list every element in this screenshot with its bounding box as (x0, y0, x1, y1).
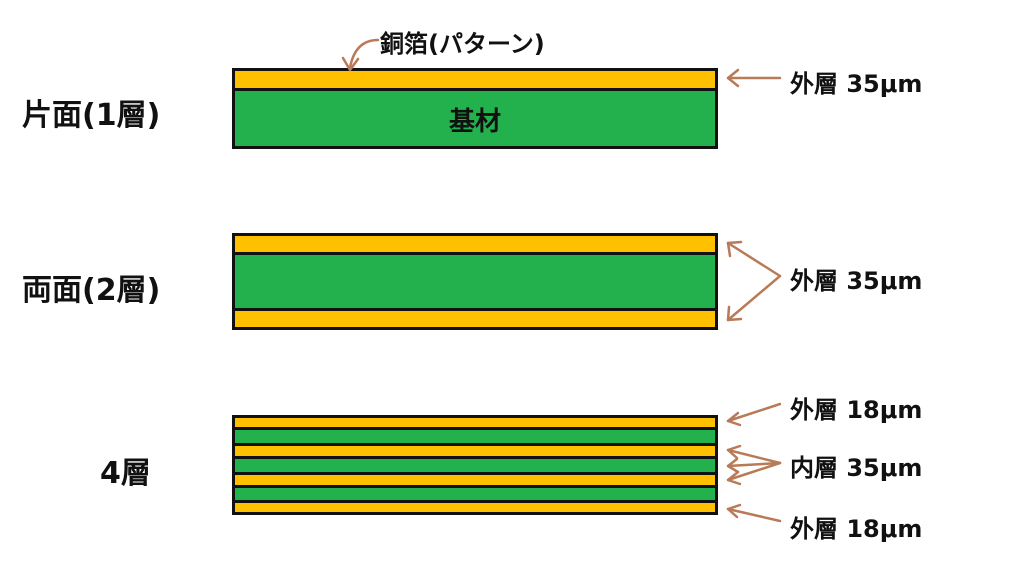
double-substrate (232, 252, 718, 311)
single-sided-title: 片面(1層) (22, 98, 161, 133)
single-substrate-layer: 基材 (232, 88, 718, 149)
four-inner-arrowhead-1 (726, 444, 742, 460)
single-outer-arrowhead (726, 68, 740, 88)
copper-foil-arrow (348, 38, 380, 70)
double-copper-bottom (232, 308, 718, 330)
four-copper-4 (232, 500, 718, 515)
double-outer-label: 外層 35μm (790, 267, 923, 295)
four-layer-title: 4層 (100, 456, 151, 491)
copper-foil-label: 銅箔(パターン) (380, 30, 545, 58)
four-outer-top-label: 外層 18μm (790, 396, 923, 424)
four-inner-arrow-1 (726, 448, 782, 465)
four-inner-arrow-3 (726, 461, 782, 482)
single-outer-label: 外層 35μm (790, 70, 923, 98)
four-inner-label: 内層 35μm (790, 454, 923, 482)
four-inner-arrowhead-3 (726, 470, 742, 486)
substrate-label: 基材 (448, 107, 501, 137)
double-sided-title: 両面(2層) (22, 273, 161, 308)
four-inner-arrow-2 (726, 461, 782, 468)
double-outer-arrow-bottom (726, 274, 782, 322)
double-outer-arrow-top (726, 241, 782, 278)
four-outer-top-arrowhead (726, 411, 742, 427)
four-outer-bottom-label: 外層 18μm (790, 515, 923, 543)
four-outer-bottom-arrow (726, 507, 782, 523)
double-outer-arrowhead-top (726, 240, 743, 258)
four-outer-bottom-arrowhead (726, 503, 742, 519)
double-outer-arrowhead-bottom (726, 305, 743, 322)
four-outer-top-arrow (726, 402, 782, 423)
four-inner-arrowhead-2 (726, 457, 740, 474)
